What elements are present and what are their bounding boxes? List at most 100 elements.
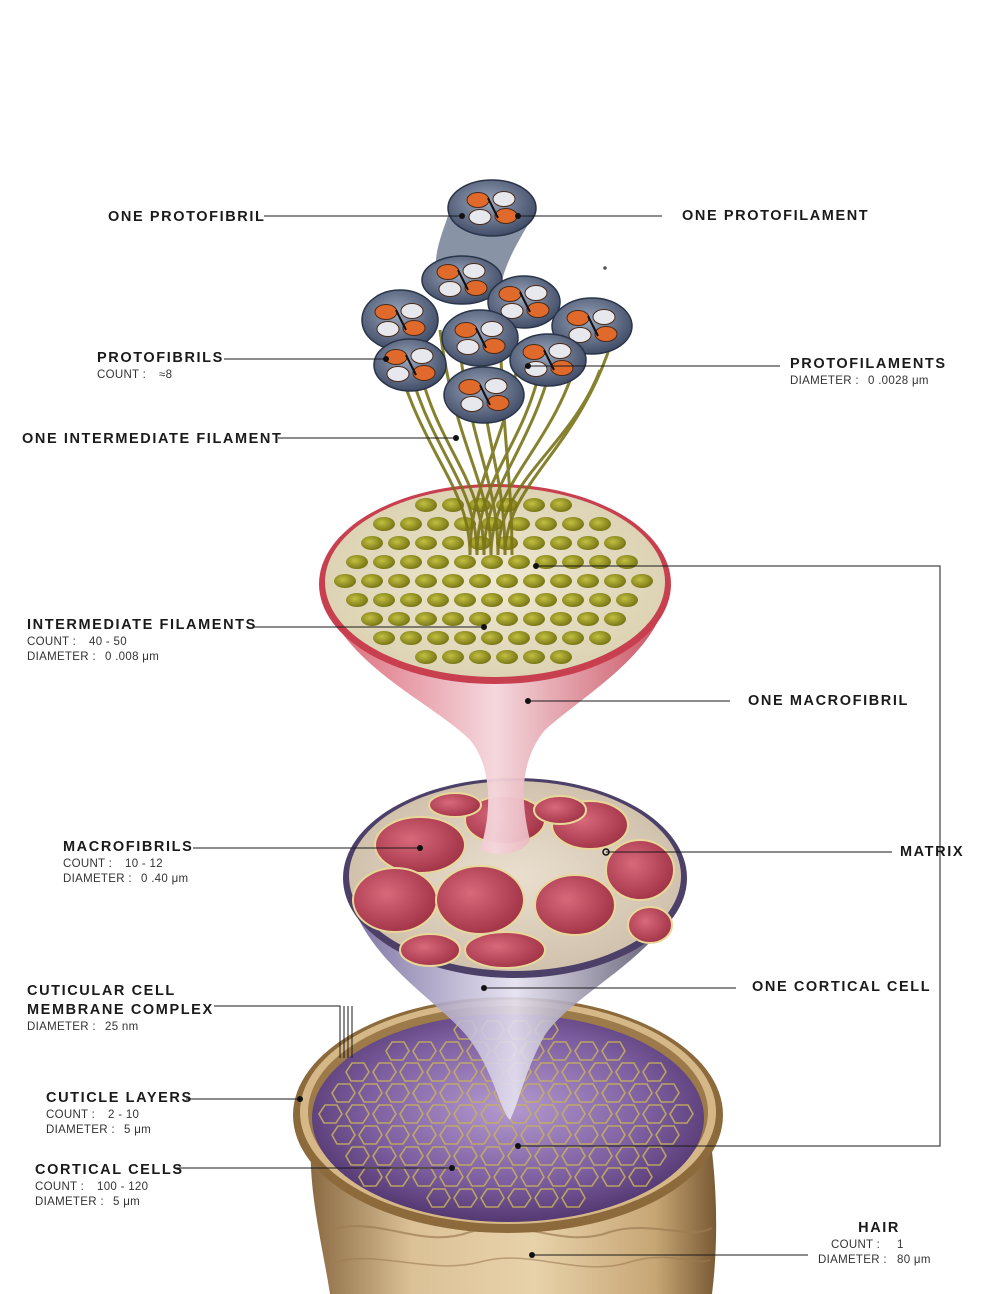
intermediate-filament: [373, 593, 395, 607]
diameter-key: DIAMETER :: [27, 1021, 96, 1033]
intermediate-filament: [415, 612, 437, 626]
cortical-cell: [561, 1062, 586, 1082]
protofilament: [468, 209, 492, 225]
protofilament: [482, 338, 506, 354]
label-intermediate-filaments: INTERMEDIATE FILAMENTS COUNT : 40 - 50 DI…: [27, 616, 257, 664]
intermediate-filament: [373, 517, 395, 531]
cortical-cell: [466, 1125, 491, 1145]
filament-strand: [503, 329, 617, 556]
protofilament: [494, 208, 518, 224]
protofilament: [462, 263, 486, 279]
cortical-cell: [588, 1146, 613, 1166]
cortical-cell: [534, 1104, 559, 1124]
cortical-cell: [453, 1188, 478, 1208]
label-one-protofibril: ONE PROTOFIBRIL: [108, 208, 265, 227]
intermediate-filament: [589, 631, 611, 645]
intermediate-filament: [415, 574, 437, 588]
filament-strand: [438, 329, 493, 556]
diameter-key: DIAMETER :: [790, 375, 859, 387]
label-one-intermediate-filament: ONE INTERMEDIATE FILAMENT: [22, 430, 282, 449]
intermediate-filament: [481, 555, 503, 569]
count-key: COUNT :: [27, 636, 77, 648]
count-value: 2 - 10: [108, 1109, 140, 1121]
intermediate-filament: [577, 536, 599, 550]
cortical-cell: [507, 1188, 532, 1208]
diameter-key: DIAMETER :: [46, 1123, 115, 1136]
intermediate-filament: [481, 593, 503, 607]
cortical-cell: [345, 1146, 370, 1166]
cortical-cell: [426, 1188, 451, 1208]
filament-strand: [475, 369, 542, 556]
count-value: 40 - 50: [89, 636, 127, 648]
diameter-value: 0 .40 μm: [141, 872, 189, 885]
count-key: COUNT :: [35, 1181, 85, 1193]
count-value: 10 - 12: [125, 858, 163, 870]
intermediate-filament: [361, 536, 383, 550]
label-cuticular-cell-membrane-complex: CUTICULAR CELL MEMBRANE COMPLEX DIAMETER…: [27, 982, 214, 1035]
cortical-cell: [520, 1167, 545, 1187]
protofilament: [466, 192, 490, 208]
intermediate-filament: [604, 574, 626, 588]
protofilament: [548, 343, 572, 359]
intermediate-filament: [523, 498, 545, 512]
intermediate-filament: [508, 555, 530, 569]
label-title-line2: MEMBRANE COMPLEX: [27, 1002, 214, 1018]
protofilament: [436, 264, 460, 280]
cortical-cell: [453, 1104, 478, 1124]
label-protofibrils: PROTOFIBRILS COUNT :≈8: [97, 349, 224, 383]
protofilament: [458, 379, 482, 395]
cortical-cell: [385, 1125, 410, 1145]
leader-dots: [297, 213, 610, 1258]
cortical-cell: [628, 1167, 653, 1187]
diameter-key: DIAMETER :: [27, 650, 96, 663]
label-title: INTERMEDIATE FILAMENTS: [27, 617, 257, 633]
cortical-cell: [628, 1125, 653, 1145]
cortical-cell: [480, 1188, 505, 1208]
label-cuticle-layers: CUTICLE LAYERS COUNT :2 - 10 DIAMETER :5…: [46, 1089, 193, 1137]
label-title: ONE PROTOFILAMENT: [682, 208, 870, 224]
protofilament: [524, 285, 548, 301]
intermediate-filament: [346, 593, 368, 607]
intermediate-filament: [454, 593, 476, 607]
cortical-cell: [574, 1167, 599, 1187]
intermediate-filament: [442, 650, 464, 664]
intermediate-filament: [523, 536, 545, 550]
cortical-cell: [493, 1125, 518, 1145]
cortical-cell: [453, 1146, 478, 1166]
intermediate-filament: [508, 631, 530, 645]
cortical-cell: [534, 1062, 559, 1082]
protofilament: [456, 339, 480, 355]
cortical-cell: [574, 1125, 599, 1145]
intermediate-filament: [523, 574, 545, 588]
intermediate-filament: [550, 650, 572, 664]
intermediate-filament: [481, 631, 503, 645]
intermediate-filament: [496, 612, 518, 626]
protofibril: [421, 255, 503, 305]
protofibril: [443, 366, 525, 424]
cortical-cell: [318, 1104, 343, 1124]
cortical-cell: [439, 1083, 464, 1103]
count-value: 1: [897, 1239, 904, 1251]
protofilament: [410, 348, 434, 364]
label-one-cortical-cell: ONE CORTICAL CELL: [752, 978, 931, 997]
filament-strand: [489, 349, 582, 556]
intermediate-filament: [550, 498, 572, 512]
intermediate-filament: [361, 574, 383, 588]
protofilament: [486, 395, 510, 411]
cortical-cell: [385, 1083, 410, 1103]
intermediate-filament: [442, 612, 464, 626]
label-macrofibrils: MACROFIBRILS COUNT :10 - 12 DIAMETER :0 …: [63, 838, 193, 886]
cortical-cell: [331, 1083, 356, 1103]
cortical-cell: [547, 1167, 572, 1187]
cortical-cell: [601, 1083, 626, 1103]
count-key: COUNT :: [97, 369, 147, 381]
cortical-cell: [345, 1062, 370, 1082]
intermediate-filament: [442, 536, 464, 550]
cortical-cell: [372, 1146, 397, 1166]
intermediate-filament: [616, 593, 638, 607]
intermediate-filament: [400, 517, 422, 531]
leader-cuticular-cell: [214, 1005, 341, 1058]
cortical-cell: [345, 1104, 370, 1124]
protofilament: [550, 360, 574, 376]
